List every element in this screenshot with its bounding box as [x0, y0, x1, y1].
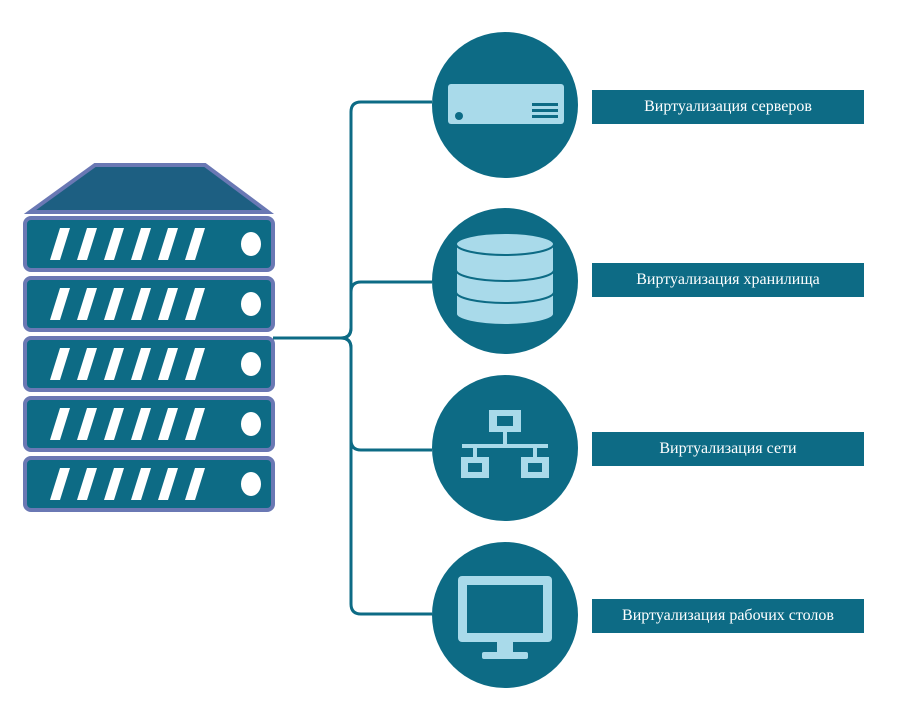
- server-vent-slot: [77, 468, 97, 500]
- server-vent-slot: [131, 408, 151, 440]
- server-vent-slot: [77, 228, 97, 260]
- connector-to-desktop: [340, 336, 432, 616]
- server-status-light: [241, 472, 261, 496]
- label-server-virtualization: Виртуализация серверов: [592, 90, 864, 124]
- server-vent-slot: [185, 228, 205, 260]
- label-desktop-virtualization: Виртуализация рабочих столов: [592, 599, 864, 633]
- server-status-light: [241, 352, 261, 376]
- server-vent-slot: [131, 468, 151, 500]
- label-network-virtualization: Виртуализация сети: [592, 432, 864, 466]
- server-rack-unit: [23, 396, 275, 452]
- server-vent-slot: [158, 408, 178, 440]
- server-rack-roof: [23, 163, 275, 214]
- server-rack-unit: [23, 276, 275, 332]
- server-rack-units: [23, 216, 275, 512]
- server-vent-slot: [131, 228, 151, 260]
- connector-to-servers: [340, 100, 432, 340]
- server-vent-slot: [50, 408, 70, 440]
- server-vent-slot: [104, 348, 124, 380]
- server-vent-slot: [104, 468, 124, 500]
- connector-lines: [273, 100, 432, 616]
- server-rack-icon: [23, 163, 275, 512]
- server-vent-slot: [104, 408, 124, 440]
- server-unit-icon: [448, 84, 564, 124]
- node-server-virtualization: [432, 32, 578, 178]
- node-desktop-virtualization: [432, 542, 578, 688]
- server-vent-slot: [50, 348, 70, 380]
- database-icon: [455, 232, 555, 326]
- connector-to-network: [340, 336, 432, 452]
- server-rack-unit: [23, 456, 275, 512]
- server-vent-slot: [104, 288, 124, 320]
- connector-to-storage: [340, 280, 432, 340]
- server-rack-unit: [23, 216, 275, 272]
- server-vent-slot: [158, 288, 178, 320]
- server-status-light: [241, 412, 261, 436]
- server-vent-slot: [185, 408, 205, 440]
- monitor-icon: [458, 576, 552, 659]
- server-vent-slot: [158, 228, 178, 260]
- server-vent-slot: [77, 288, 97, 320]
- server-vent-slot: [131, 348, 151, 380]
- server-vent-slot: [50, 468, 70, 500]
- server-vent-slot: [77, 348, 97, 380]
- server-vent-slot: [131, 288, 151, 320]
- server-vent-slot: [185, 468, 205, 500]
- server-rack-unit: [23, 336, 275, 392]
- label-storage-virtualization: Виртуализация хранилища: [592, 263, 864, 297]
- network-icon: [461, 410, 549, 478]
- server-vent-slot: [77, 408, 97, 440]
- node-storage-virtualization: [432, 208, 578, 354]
- server-vent-slot: [104, 228, 124, 260]
- server-vent-slot: [185, 348, 205, 380]
- server-status-light: [241, 292, 261, 316]
- server-vent-slot: [158, 468, 178, 500]
- server-vent-slot: [185, 288, 205, 320]
- server-vent-slot: [158, 348, 178, 380]
- server-vent-slot: [50, 228, 70, 260]
- server-vent-slot: [50, 288, 70, 320]
- server-status-light: [241, 232, 261, 256]
- node-network-virtualization: [432, 375, 578, 521]
